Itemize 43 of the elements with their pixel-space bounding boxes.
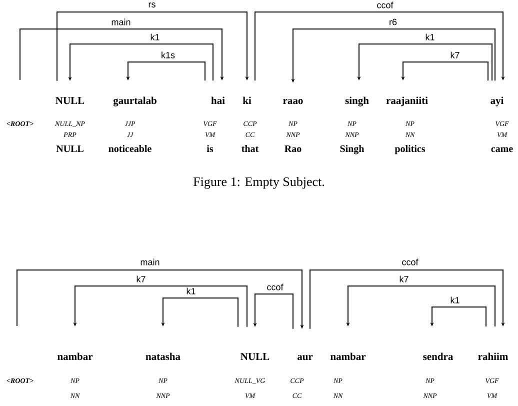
edge-label: ccof [376,1,394,9]
edge-label: k1s [160,51,176,59]
edge-label: r6 [388,18,398,26]
word: rahiim [478,352,508,360]
edge-label: k1 [424,33,436,41]
word: ki [242,96,252,104]
gloss-word: noticeable [108,145,152,152]
edge-label: ccof [266,283,284,291]
gloss-word: is [206,145,214,152]
dependency-arc [254,12,505,81]
word: sendra [423,352,453,360]
word: nambar [330,352,366,360]
word: nambar [58,352,93,360]
word: aur [297,355,313,360]
edge-label: k7 [398,275,410,283]
dependency-arc [20,28,224,80]
figure-caption: Figure 1: Empty Subject. [193,176,324,189]
edge-label: k1 [450,296,460,304]
edge-label: k7 [136,275,146,283]
edge-label: rs [148,2,156,8]
dependency-arc [56,12,249,82]
dependency-arc [310,270,505,330]
word: natasha [146,352,180,360]
gloss-word: Singh [340,145,364,154]
gloss-word: that [242,145,259,152]
gloss-word: came [491,147,513,152]
gloss-word: Rao [284,145,302,152]
word: gaurtalab [113,96,156,106]
word: hai [211,96,225,104]
edge-label: main [140,258,160,266]
word: NULL [240,353,270,360]
gloss-word: NULL [56,145,84,152]
edge-label: ccof [401,258,419,266]
gloss-word: politics [394,145,426,154]
edge-label: k1 [150,33,160,41]
word: NULL [56,97,84,104]
edge-label: k7 [450,51,460,59]
edge-label: main [110,18,132,26]
word: raao [283,99,303,104]
word: raajaniiti [386,96,428,106]
edge-label: k1 [186,287,196,295]
word: singh [345,96,369,106]
word: ayi [490,96,504,106]
